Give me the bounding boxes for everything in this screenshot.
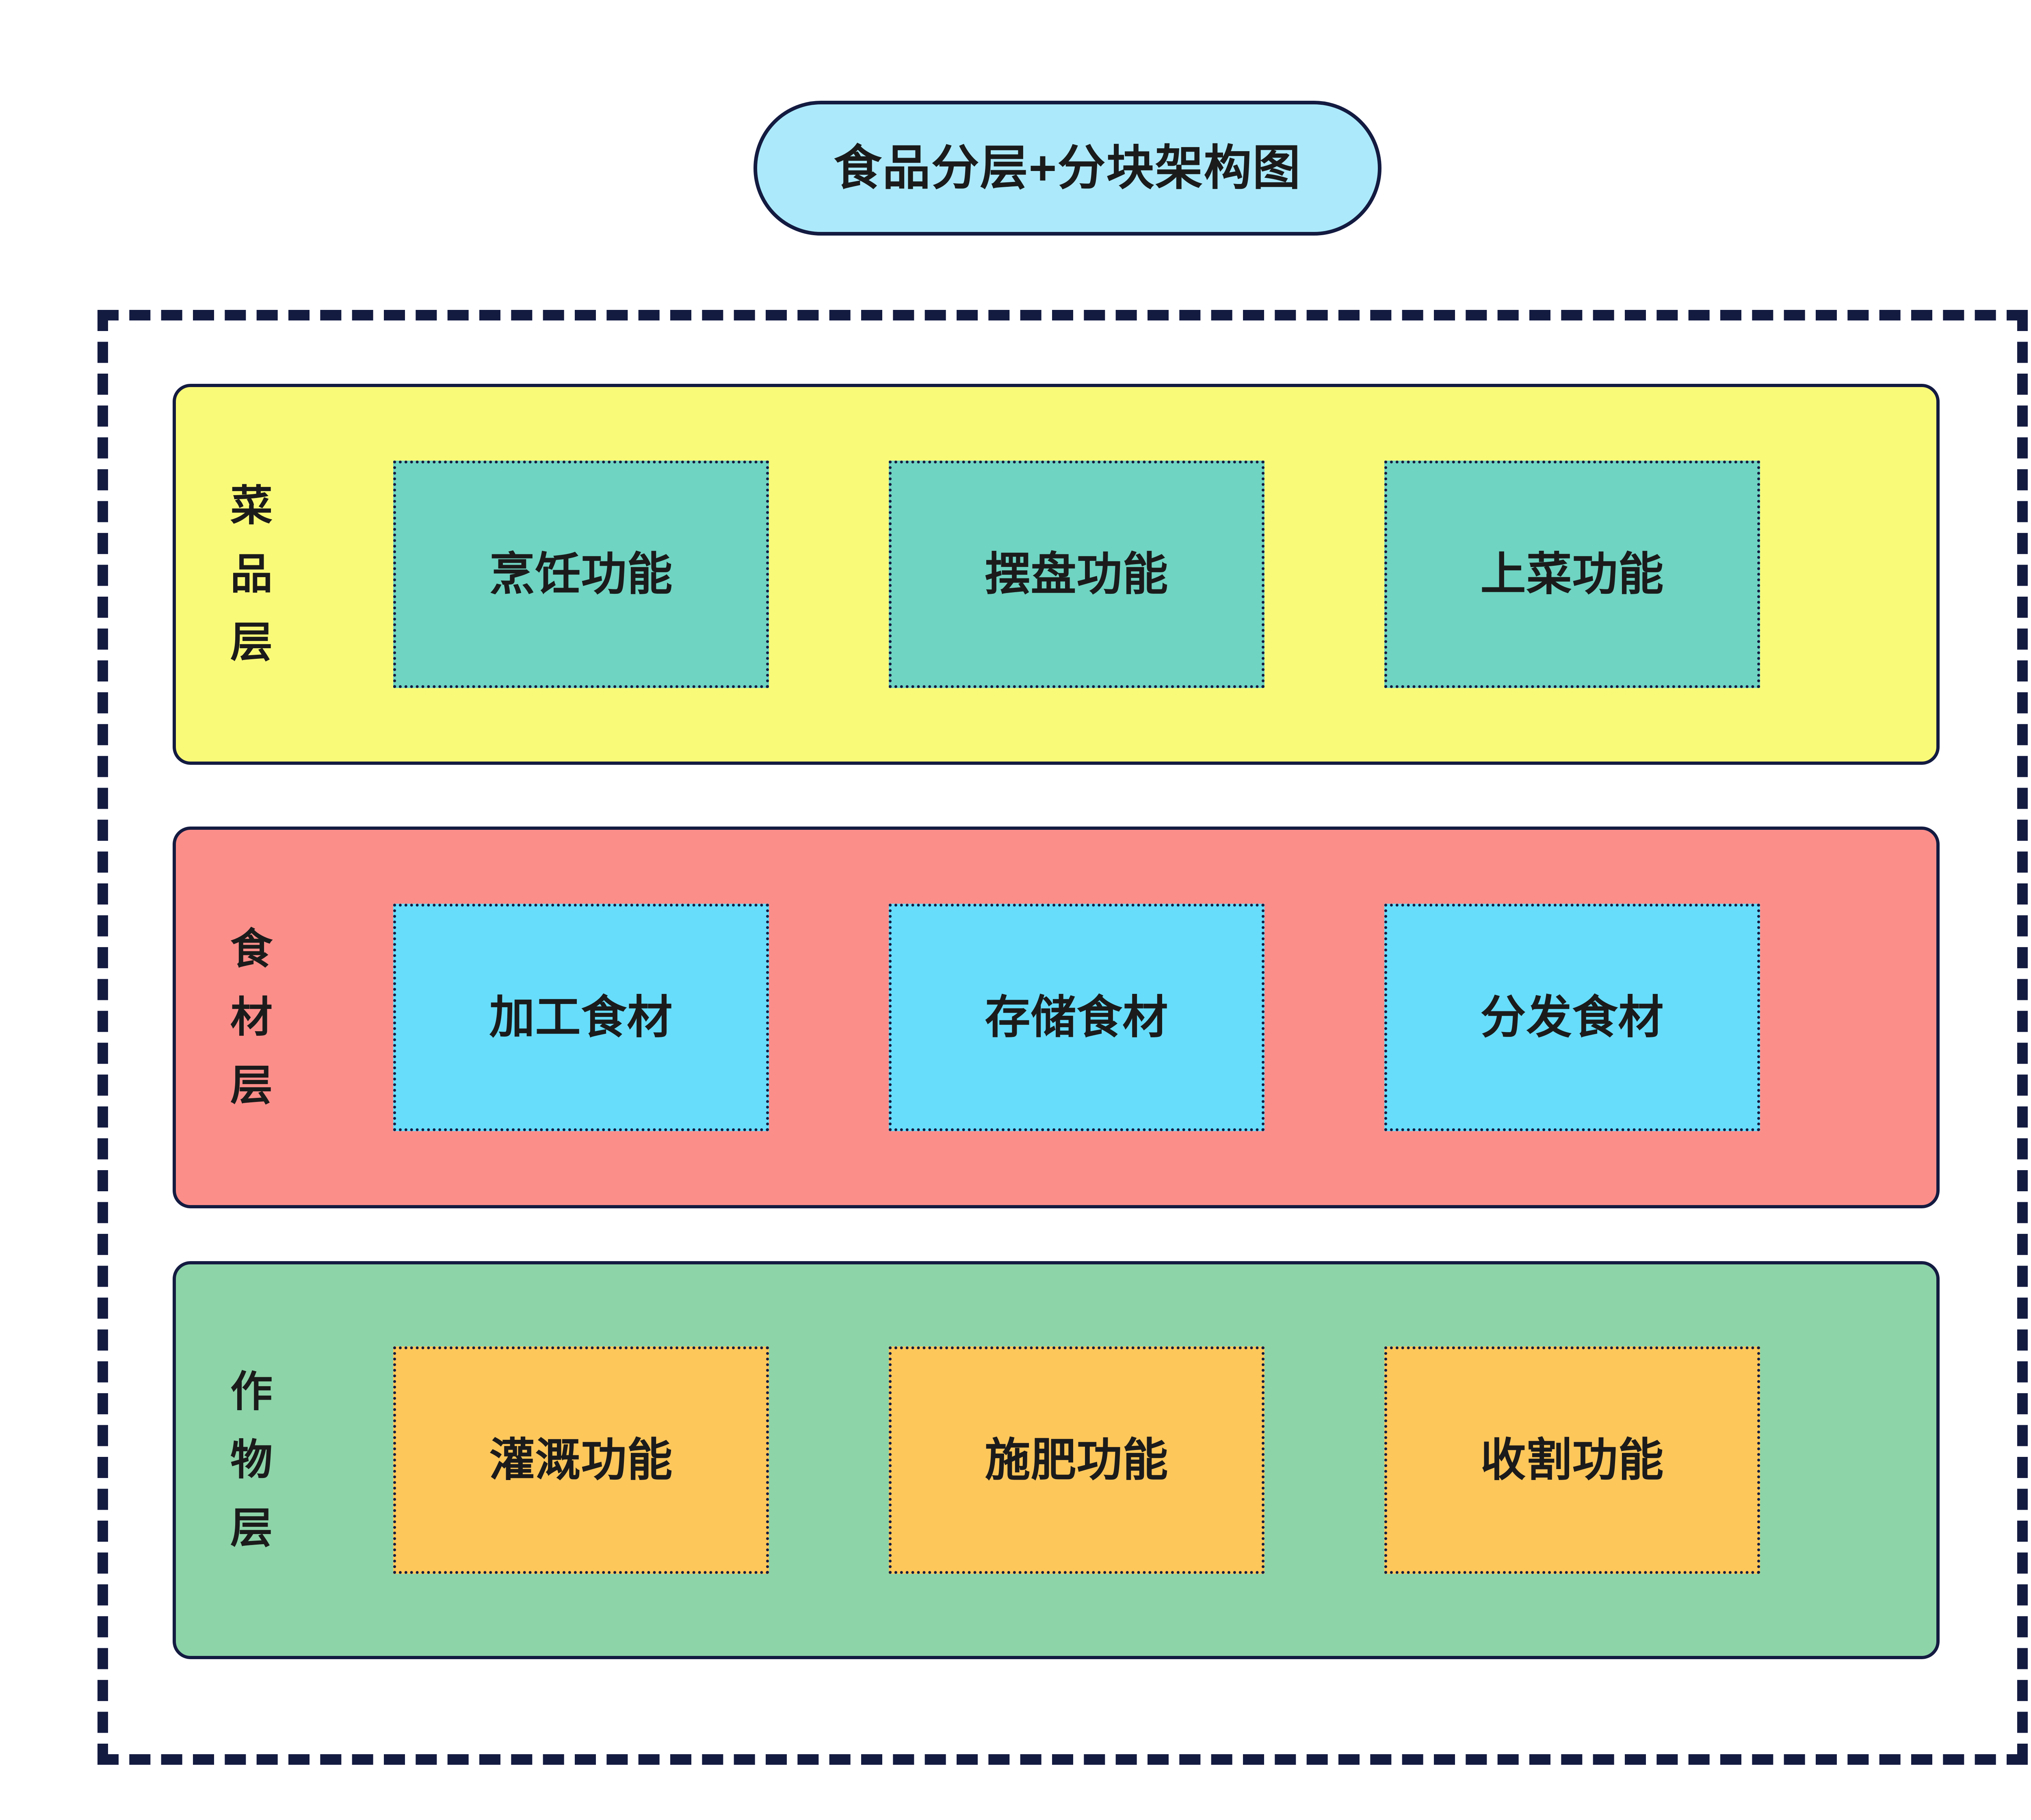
layer-label-char: 物 [230,1437,273,1484]
function-block-label: 加工食材 [489,992,673,1043]
function-block-label: 上菜功能 [1480,549,1664,599]
layer-blocks-ingredient: 加工食材 存储食材 分发食材 [393,904,1760,1131]
layer-label-char: 层 [230,1062,273,1109]
function-block[interactable]: 施肥功能 [889,1346,1265,1574]
function-block[interactable]: 收割功能 [1384,1346,1760,1574]
layer-blocks-crop: 灌溉功能 施肥功能 收割功能 [393,1346,1760,1574]
layer-label-char: 作 [230,1368,273,1415]
function-block-label: 分发食材 [1480,992,1664,1043]
function-block[interactable]: 分发食材 [1384,904,1760,1131]
function-block-label: 灌溉功能 [489,1435,673,1485]
page-title: 食品分层+分块架构图 [834,141,1301,195]
layer-label-char: 菜 [230,483,273,530]
diagram-title-badge: 食品分层+分块架构图 [754,101,1381,236]
function-block-label: 施肥功能 [985,1435,1169,1485]
architecture-outer-frame [97,310,2028,1765]
layer-card-dish: 菜 品 层 烹饪功能 摆盘功能 上菜功能 [173,384,1940,765]
function-block[interactable]: 存储食材 [889,904,1265,1131]
function-block[interactable]: 灌溉功能 [393,1346,769,1574]
layer-label-char: 材 [230,994,273,1041]
layer-label-dish: 菜 品 层 [215,485,288,664]
function-block[interactable]: 摆盘功能 [889,461,1265,688]
function-block[interactable]: 加工食材 [393,904,769,1131]
layer-label-char: 品 [230,551,273,598]
function-block[interactable]: 烹饪功能 [393,461,769,688]
layer-blocks-dish: 烹饪功能 摆盘功能 上菜功能 [393,461,1760,688]
layer-label-ingredient: 食 材 层 [215,928,288,1107]
function-block-label: 烹饪功能 [489,549,673,599]
function-block[interactable]: 上菜功能 [1384,461,1760,688]
layer-label-crop: 作 物 层 [215,1371,288,1549]
layer-card-crop: 作 物 层 灌溉功能 施肥功能 收割功能 [173,1261,1940,1659]
layer-card-ingredient: 食 材 层 加工食材 存储食材 分发食材 [173,827,1940,1208]
function-block-label: 收割功能 [1480,1435,1664,1485]
layer-label-char: 层 [230,1505,273,1552]
layer-label-char: 食 [230,926,273,973]
layer-label-char: 层 [230,619,273,666]
function-block-label: 存储食材 [985,992,1169,1043]
function-block-label: 摆盘功能 [985,549,1169,599]
